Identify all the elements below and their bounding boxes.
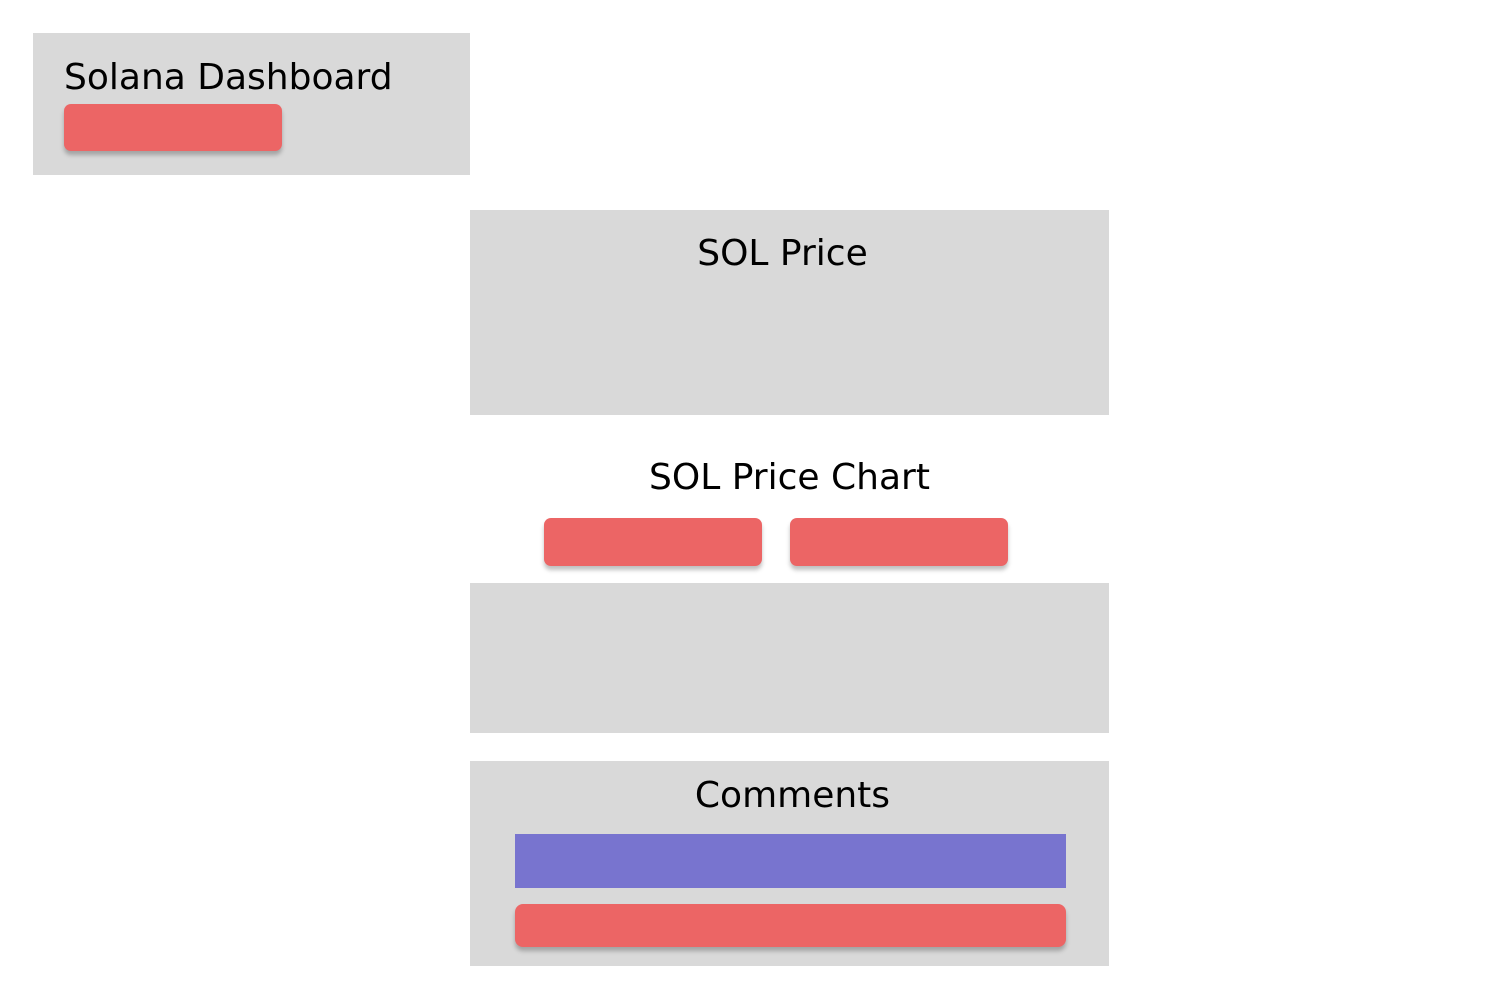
sol-price-title: SOL Price (697, 233, 868, 274)
comment-submit-button[interactable] (515, 904, 1066, 947)
comments-panel: Comments (470, 761, 1109, 966)
chart-range-button-2[interactable] (790, 518, 1008, 566)
comments-title: Comments (694, 775, 891, 816)
page-title: Solana Dashboard (64, 57, 393, 98)
header-panel: Solana Dashboard (33, 33, 470, 175)
sol-price-card: SOL Price (470, 210, 1109, 415)
header-action-button[interactable] (64, 104, 282, 151)
comment-input[interactable] (515, 834, 1066, 888)
sol-price-chart-area (470, 583, 1109, 733)
sol-price-chart-title: SOL Price Chart (649, 457, 930, 498)
chart-range-button-1[interactable] (544, 518, 762, 566)
